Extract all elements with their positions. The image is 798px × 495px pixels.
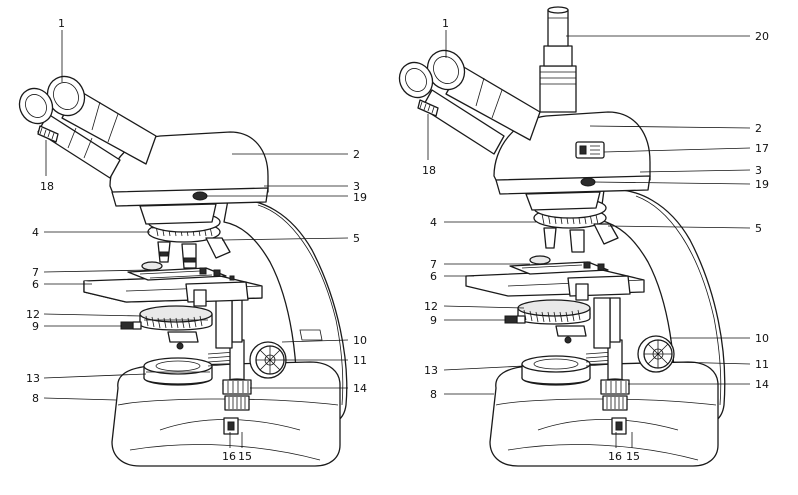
callout-6: 6 — [430, 270, 437, 283]
callout-1: 1 — [442, 17, 449, 30]
leaders-left — [43, 30, 349, 448]
callout-13: 13 — [424, 364, 438, 377]
callout-5: 5 — [353, 232, 360, 245]
callout-7: 7 — [430, 258, 437, 271]
callout-12: 12 — [424, 300, 438, 313]
callouts-right: 1 20 2 17 3 19 18 4 5 7 6 12 9 10 11 13 … — [422, 17, 769, 463]
callout-10: 10 — [353, 334, 367, 347]
callout-15: 15 — [238, 450, 252, 463]
callout-2: 2 — [755, 122, 762, 135]
callout-9: 9 — [32, 320, 39, 333]
callout-17: 17 — [755, 142, 769, 155]
callout-20: 20 — [755, 30, 769, 43]
callout-9: 9 — [430, 314, 437, 327]
callouts-left: 1 2 3 19 4 5 7 6 12 9 10 11 13 14 8 18 1… — [26, 17, 367, 463]
callout-16: 16 — [222, 450, 236, 463]
callout-14: 14 — [353, 382, 367, 395]
callout-18: 18 — [40, 180, 54, 193]
callout-10: 10 — [755, 332, 769, 345]
callout-3: 3 — [755, 164, 762, 177]
microscope-right — [398, 6, 726, 467]
callout-7: 7 — [32, 266, 39, 279]
callout-11: 11 — [353, 354, 367, 367]
callout-16: 16 — [608, 450, 622, 463]
callout-14: 14 — [755, 378, 769, 391]
callout-19: 19 — [755, 178, 769, 191]
leaders-right — [427, 30, 751, 448]
base — [489, 361, 719, 467]
callout-15: 15 — [626, 450, 640, 463]
microscope-left — [18, 75, 348, 467]
callout-5: 5 — [755, 222, 762, 235]
callout-8: 8 — [32, 392, 39, 405]
callout-13: 13 — [26, 372, 40, 385]
callout-11: 11 — [755, 358, 769, 371]
callout-4: 4 — [32, 226, 39, 239]
callout-8: 8 — [430, 388, 437, 401]
callout-3: 3 — [353, 180, 360, 193]
callout-2: 2 — [353, 148, 360, 161]
callout-1: 1 — [58, 17, 65, 30]
callout-6: 6 — [32, 278, 39, 291]
callout-12: 12 — [26, 308, 40, 321]
callout-18: 18 — [422, 164, 436, 177]
callout-19: 19 — [353, 191, 367, 204]
callout-4: 4 — [430, 216, 437, 229]
